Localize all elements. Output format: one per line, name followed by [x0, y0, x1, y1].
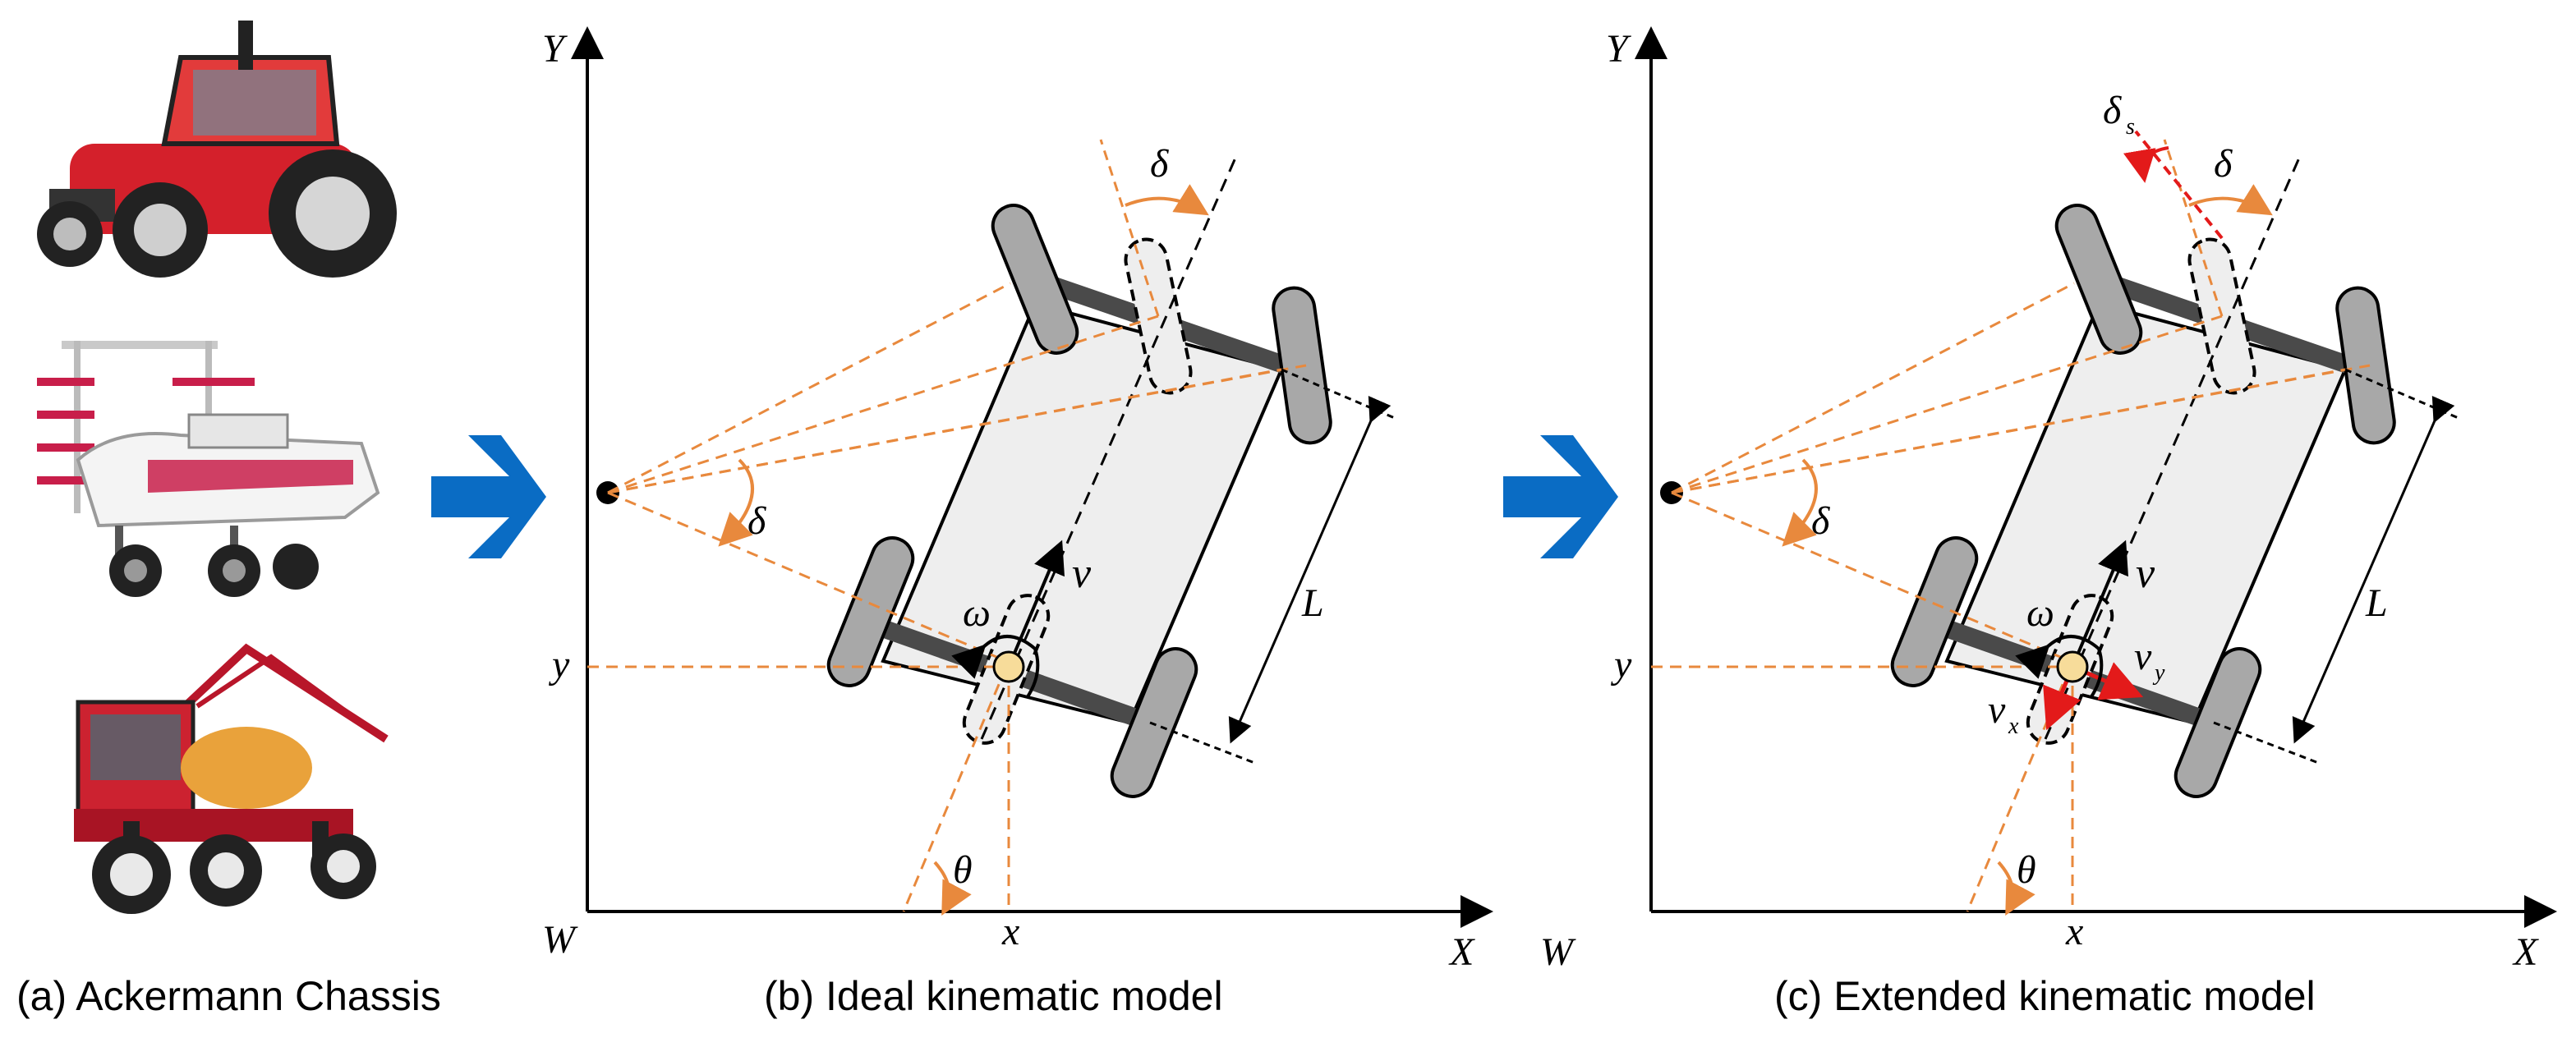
icr-line-front-left	[607, 282, 1011, 494]
panel-b-ideal-model: Y X W δ δ v ω L y x θ	[542, 26, 1493, 974]
label-x: x	[1001, 910, 1019, 953]
heading-to-axis	[902, 666, 1008, 912]
icr-line-rear	[607, 491, 1007, 663]
delta-arc-pivot	[718, 458, 754, 547]
label-v: v	[1072, 550, 1092, 597]
theta-arc	[933, 861, 972, 916]
theta-arc	[1997, 861, 2036, 916]
label-x: x	[2065, 910, 2083, 953]
rear-left-wheel	[826, 536, 915, 687]
front-left-wheel	[2054, 204, 2143, 355]
caption-c: (c) Extended kinematic model	[1774, 973, 2316, 1019]
caption-a: (a) Ackermann Chassis	[16, 973, 441, 1019]
caption-b: (b) Ideal kinematic model	[764, 973, 1223, 1019]
label-origin: W	[1540, 930, 1576, 974]
delta-arc-front	[2188, 184, 2273, 216]
label-delta-front: δ	[1150, 142, 1169, 186]
icr-line-front-left	[1671, 282, 2075, 494]
icr-line-front-virtual	[607, 315, 1159, 494]
delta-arc-front	[1125, 184, 1209, 216]
icr-line-axle	[1671, 368, 2346, 494]
label-delta-s: δ	[2103, 89, 2122, 132]
label-vy: v	[2134, 635, 2152, 678]
vehicle-rice-transplanter	[37, 341, 380, 597]
label-axis-x: X	[1448, 930, 1475, 974]
delta-s-arc	[2123, 146, 2169, 183]
label-origin: W	[542, 918, 578, 962]
vehicle-tractor	[37, 21, 397, 278]
vehicle-self-propelled-sprayer	[74, 643, 389, 914]
wheelbase-ext-front	[2344, 368, 2461, 420]
label-delta-pivot: δ	[1811, 499, 1830, 543]
label-omega: ω	[2026, 591, 2054, 635]
omega-arc	[951, 635, 1040, 700]
label-omega: ω	[963, 591, 991, 635]
flow-arrow-b-to-c	[1503, 435, 1618, 558]
label-vx: v	[1988, 688, 2006, 732]
label-y: y	[548, 643, 570, 687]
flow-arrow-a-to-b	[431, 435, 546, 558]
label-delta-s-sub: s	[2126, 114, 2135, 140]
label-vx-sub: x	[2008, 714, 2019, 739]
label-axis-x: X	[2512, 930, 2539, 974]
icr-line-front-virtual	[1671, 315, 2223, 494]
delta-arc-pivot	[1782, 458, 1818, 547]
label-delta-front: δ	[2214, 142, 2233, 186]
wheelbase-dim	[1228, 396, 1392, 744]
front-wheel-heading	[2163, 139, 2224, 317]
label-theta: θ	[953, 848, 973, 892]
chassis-body	[881, 301, 1284, 725]
center-point	[992, 650, 1025, 683]
slip-direction	[2134, 130, 2224, 240]
label-y: y	[1610, 643, 1632, 687]
label-axis-y: Y	[1606, 27, 1631, 71]
wheelbase-ext-rear	[1149, 721, 1258, 765]
label-delta-pivot: δ	[748, 499, 766, 543]
label-v: v	[2136, 550, 2155, 597]
label-L: L	[1301, 581, 1324, 625]
omega-arc	[2015, 635, 2104, 700]
label-axis-y: Y	[542, 27, 568, 71]
wheelbase-ext-front	[1281, 368, 1397, 420]
wheelbase-ext-rear	[2213, 721, 2321, 765]
icr-line-axle	[607, 368, 1282, 494]
icr-line-rear	[1671, 491, 2071, 663]
center-point	[2056, 650, 2089, 683]
label-L: L	[2365, 581, 2388, 625]
velocity-arrow	[1007, 540, 1065, 668]
wheelbase-dim	[2292, 396, 2455, 744]
label-vy-sub: y	[2152, 660, 2165, 686]
front-left-wheel	[991, 204, 1079, 355]
front-wheel-heading	[1099, 139, 1160, 317]
rear-left-wheel	[1890, 536, 1979, 687]
velocity-arrow	[2071, 540, 2128, 668]
label-theta: θ	[2017, 848, 2036, 892]
panel-c-extended-model: Y X W δ δ δ s v ω L v x v y y x θ	[1540, 26, 2557, 974]
